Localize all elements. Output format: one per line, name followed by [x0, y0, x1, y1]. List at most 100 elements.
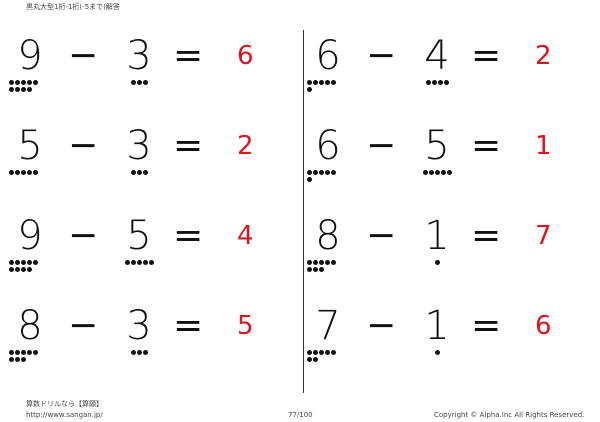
dot — [33, 350, 38, 355]
minus-sign: − — [366, 305, 397, 346]
problem: 8 − 1 = 7 — [306, 214, 576, 284]
dot — [148, 260, 154, 265]
dot — [130, 260, 136, 265]
dot — [15, 350, 20, 355]
dot — [307, 80, 312, 85]
dot — [21, 260, 26, 265]
subtrahend: 1 — [424, 213, 450, 259]
dot — [124, 260, 130, 265]
dot — [9, 350, 14, 355]
dot — [21, 80, 26, 85]
dot — [136, 170, 142, 175]
problem: 5 − 3 = 2 — [8, 124, 278, 194]
dot — [27, 350, 32, 355]
dot-row — [307, 350, 336, 355]
minuend-dots — [307, 80, 351, 92]
minuend: 5 — [17, 123, 43, 169]
page-number: 77/100 — [288, 411, 313, 419]
dot-row — [130, 350, 148, 355]
dot — [331, 80, 336, 85]
subtrahend: 5 — [126, 213, 152, 259]
subtrahend: 3 — [126, 303, 152, 349]
dot — [307, 177, 312, 182]
dot — [21, 87, 26, 92]
dot — [9, 260, 14, 265]
dot — [15, 170, 20, 175]
dot — [142, 350, 148, 355]
equals-sign: = — [173, 125, 204, 166]
dot — [9, 357, 14, 362]
dot-row — [425, 80, 449, 85]
dot — [325, 260, 330, 265]
dot — [319, 267, 324, 272]
minus-sign: − — [68, 305, 99, 346]
equals-sign: = — [471, 125, 502, 166]
problem: 9 − 3 = 6 — [8, 34, 278, 104]
dot — [313, 80, 318, 85]
dot — [27, 267, 32, 272]
minuend: 6 — [315, 33, 341, 79]
minuend-dots — [307, 350, 351, 362]
dot — [434, 170, 440, 175]
dot — [15, 357, 20, 362]
dot — [440, 170, 446, 175]
answer: 7 — [535, 221, 552, 251]
dot — [325, 170, 330, 175]
problem: 6 − 5 = 1 — [306, 124, 576, 194]
dot — [27, 170, 32, 175]
dot — [331, 260, 336, 265]
minus-sign: − — [366, 35, 397, 76]
dot-row — [434, 260, 440, 265]
dot — [142, 260, 148, 265]
minus-sign: − — [68, 35, 99, 76]
minuend-dots — [307, 260, 351, 272]
dot — [428, 170, 434, 175]
problem: 6 − 4 = 2 — [306, 34, 576, 104]
dot-row — [9, 87, 32, 92]
equals-sign: = — [173, 305, 204, 346]
minuend: 6 — [315, 123, 341, 169]
dot — [27, 87, 32, 92]
minus-sign: − — [366, 125, 397, 166]
dot — [319, 80, 324, 85]
subtrahend: 3 — [126, 123, 152, 169]
answer: 2 — [535, 41, 552, 71]
minuend-dots — [9, 80, 53, 92]
dot-row — [307, 357, 318, 362]
minuend-dots — [9, 350, 53, 362]
dot — [136, 350, 142, 355]
dot-row — [307, 170, 336, 175]
subtrahend-dots — [415, 260, 459, 265]
dot-row — [130, 170, 148, 175]
dot — [431, 80, 437, 85]
problem: 7 − 1 = 6 — [306, 304, 576, 374]
dot — [136, 80, 142, 85]
equals-sign: = — [471, 35, 502, 76]
dot — [21, 170, 26, 175]
dot-row — [434, 350, 440, 355]
dot — [313, 170, 318, 175]
dot — [319, 170, 324, 175]
dot — [422, 170, 428, 175]
dot — [21, 357, 26, 362]
dot — [307, 260, 312, 265]
dot-row — [307, 80, 336, 85]
dot — [33, 80, 38, 85]
dot-row — [307, 87, 312, 92]
dot — [136, 260, 142, 265]
minuend: 8 — [315, 213, 341, 259]
dot — [307, 267, 312, 272]
subtrahend: 4 — [424, 33, 450, 79]
dot — [319, 260, 324, 265]
answer: 1 — [535, 131, 552, 161]
dot — [15, 80, 20, 85]
dot — [307, 357, 312, 362]
subtrahend-dots — [117, 170, 161, 175]
dot — [9, 170, 14, 175]
answer: 2 — [237, 131, 254, 161]
equals-sign: = — [173, 35, 204, 76]
dot — [307, 87, 312, 92]
footer-url[interactable]: http://www.sangan.jp/ — [26, 411, 103, 419]
equals-sign: = — [173, 215, 204, 256]
answer: 5 — [237, 311, 254, 341]
